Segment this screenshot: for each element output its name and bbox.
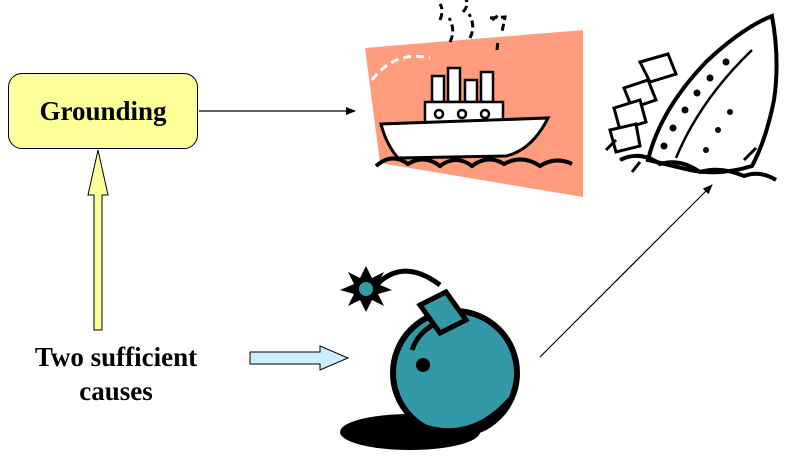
bomb-to-sinking-ship-arrow bbox=[539, 184, 713, 358]
causes-label: Two sufficient causes bbox=[0, 340, 232, 408]
grounding-label: Grounding bbox=[39, 95, 167, 126]
horizontal-block-arrow bbox=[249, 345, 350, 371]
bomb-icon bbox=[340, 266, 520, 450]
sinking-ship-icon bbox=[604, 13, 779, 182]
vertical-block-arrow bbox=[87, 149, 109, 331]
causes-label-line-2: causes bbox=[79, 376, 153, 406]
steamship-icon bbox=[365, 0, 583, 197]
causes-label-line-1: Two sufficient bbox=[34, 342, 198, 372]
grounding-box: Grounding bbox=[8, 73, 198, 149]
